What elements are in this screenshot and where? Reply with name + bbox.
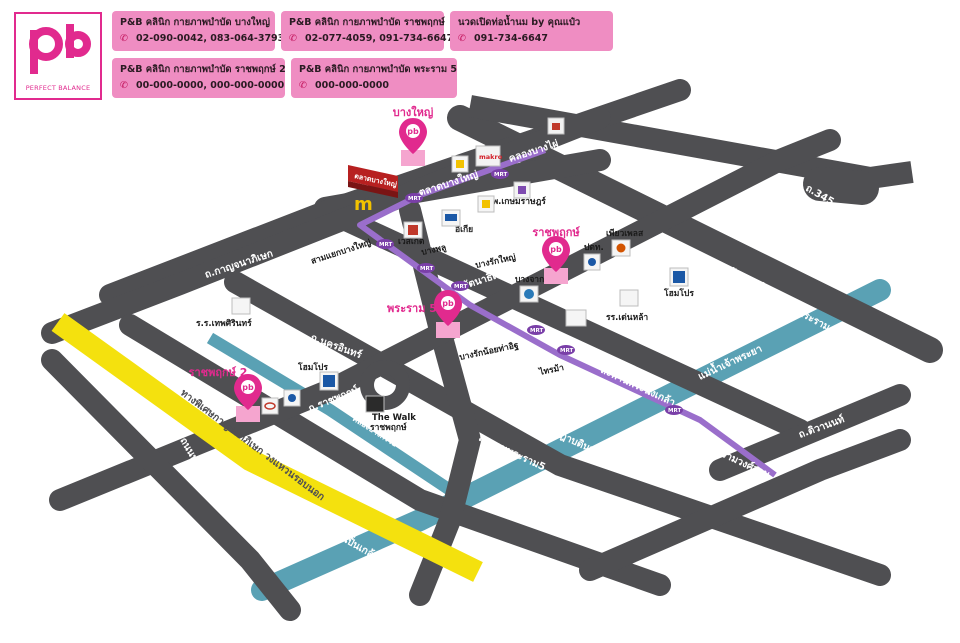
bangchak-cube — [519, 285, 539, 303]
label-rr-thephsirin: ร.ร.เทพศิรินทร์ — [196, 318, 252, 329]
talat-bangyai-station: ตลาดบางใหญ่ — [348, 165, 398, 198]
clinic-name: P&B คลินิก กายภาพบำบัด ราชพฤกษ์ 2 — [120, 64, 286, 75]
clinic-phone: 091-734-6647 — [474, 33, 548, 44]
label-sam-yaek-bangyai: สามแยกบางใหญ่ — [310, 237, 373, 267]
svg-text:MRT: MRT — [420, 266, 433, 272]
landmarks: makro — [231, 117, 689, 415]
label-the-walk-sub: ราชพฤกษ์ — [370, 422, 407, 433]
mrt-station-1: MRT — [491, 169, 509, 179]
shell-cube-2 — [477, 195, 495, 213]
mrt-station-4: MRT — [417, 263, 435, 273]
mrt-station-5: MRT — [451, 281, 469, 291]
homepro-cube — [669, 267, 689, 287]
clinic-name: นวดเปิดท่อน้ำนม by คุณแป๋ว — [458, 17, 581, 28]
label-wee-kade: เวสเกต — [398, 237, 425, 247]
phone-icon: ✆ — [120, 33, 128, 44]
mrt-station-6: MRT — [527, 325, 545, 335]
clinic-card-breast-massage: นวดเปิดท่อน้ำนม by คุณแป๋ว ✆ 091-734-6647 — [450, 11, 613, 51]
waterways — [206, 279, 891, 601]
phone-icon: ✆ — [458, 33, 466, 44]
clinic-phone: 000-000-0000 — [315, 80, 389, 91]
the-walk-cube — [365, 395, 385, 413]
svg-text:makro: makro — [479, 153, 503, 161]
svg-text:พระราม 5: พระราม 5 — [387, 302, 437, 315]
shell-cube — [451, 155, 469, 173]
svg-text:ราชพฤกษ์ 2: ราชพฤกษ์ 2 — [189, 366, 248, 379]
clinic-name: P&B คลินิก กายภาพบำบัด บางใหญ่ — [120, 17, 270, 28]
homepro2-cube — [319, 371, 339, 391]
clinic-pin-ratchaphruek[interactable]: ราชพฤกษ์ — [532, 226, 580, 284]
clinic-name: P&B คลินิก กายภาพบำบัด ราชพฤกษ์ — [289, 17, 445, 28]
svg-text:m: m — [354, 194, 373, 215]
label-kaset-hospital: รพ.เกษมราษฎร์ — [488, 196, 546, 207]
brand-name: PERFECT BALANCE — [25, 84, 91, 92]
label-the-walk: The Walk — [372, 413, 416, 423]
label-home-pro: โฮมโปร — [663, 288, 694, 299]
label-rr-denla: รร.เด่นหล้า — [606, 312, 648, 323]
clinic-card-ratchaphruek-2: P&B คลินิก กายภาพบำบัด ราชพฤกษ์ 2 ✆ 00-00… — [112, 58, 286, 98]
mrt-station-2: MRT — [405, 193, 423, 203]
kanchanaphisek-expressway — [51, 313, 483, 582]
phone-icon: ✆ — [289, 33, 297, 44]
mrt-station-8: MRT — [665, 405, 683, 415]
clinic-pin-bangyai[interactable]: บางใหญ่ — [393, 105, 434, 166]
brand-logo: PERFECT BALANCE — [14, 12, 102, 100]
svg-text:MRT: MRT — [454, 284, 467, 290]
svg-text:ราชพฤกษ์: ราชพฤกษ์ — [532, 226, 580, 239]
clinic-phone: 00-000-0000, 000-000-0000 — [136, 80, 285, 91]
clinic-name: P&B คลินิก กายภาพบำบัด พระราม 5 — [299, 64, 457, 75]
ptt-cube — [583, 253, 601, 271]
clinic-card-bangyai: P&B คลินิก กายภาพบำบัด บางใหญ่ ✆ 02-090-0… — [112, 11, 284, 51]
clinic-card-ratchaphruek: P&B คลินิก กายภาพบำบัด ราชพฤกษ์ ✆ 02-077-… — [281, 11, 453, 51]
khlong-bang-kruai — [206, 332, 454, 495]
denla-cube — [619, 289, 639, 307]
mrt-station-3: MRT — [376, 239, 394, 249]
label-ptt: ปตท. — [584, 243, 604, 253]
label-ikea: อิเกีย — [455, 224, 473, 235]
label-pure-place: เพียวเพลส — [606, 228, 644, 239]
label-bang-jak: บางจาก — [515, 275, 544, 285]
ikea-cube — [441, 209, 461, 227]
westgate-cube — [403, 221, 423, 239]
mrt-station-7: MRT — [557, 345, 575, 355]
svg-text:MRT: MRT — [408, 196, 421, 202]
svg-text:MRT: MRT — [494, 172, 507, 178]
clinic-phone: 02-090-0042, 083-064-3793 — [136, 33, 285, 44]
svg-text:MRT: MRT — [530, 328, 543, 334]
clinic-phone: 02-077-4059, 091-734-6647 — [305, 33, 454, 44]
mcdonalds-icon: m — [354, 194, 373, 215]
phone-icon: ✆ — [299, 80, 307, 91]
chao-phraya-river — [251, 279, 891, 601]
clinic-card-rama5: P&B คลินิก กายภาพบำบัด พระราม 5 ✆ 000-000… — [291, 58, 457, 98]
phone-icon: ✆ — [120, 80, 128, 91]
svg-text:บางใหญ่: บางใหญ่ — [393, 105, 434, 119]
kaset-cube — [513, 181, 531, 199]
label-home-pro-2: โฮมโปร — [297, 362, 328, 373]
makro-building: makro — [475, 145, 503, 167]
thephsirin-cube — [231, 297, 251, 315]
pb-logo-icon — [29, 24, 91, 74]
label-sai-ma: ไทรม้า — [537, 362, 565, 378]
clinic-pin-rama5[interactable]: พระราม 5 — [387, 290, 462, 338]
shop-building-1 — [547, 117, 565, 135]
ptt2-cube — [283, 389, 301, 407]
mrt-stations: MRT MRT MRT MRT MRT MRT MRT MRT — [376, 169, 683, 415]
svg-text:MRT: MRT — [560, 348, 573, 354]
svg-text:MRT: MRT — [668, 408, 681, 414]
pure-place-cube — [611, 239, 631, 257]
toyota-cube — [261, 397, 279, 415]
label-bang-rak-noi: บางรักน้อยท่าอิฐ — [458, 340, 519, 363]
svg-text:MRT: MRT — [379, 242, 392, 248]
clinic-pin-ratchaphruek2[interactable]: ราชพฤกษ์ 2 — [189, 366, 262, 422]
supermarket-cube — [565, 309, 587, 327]
